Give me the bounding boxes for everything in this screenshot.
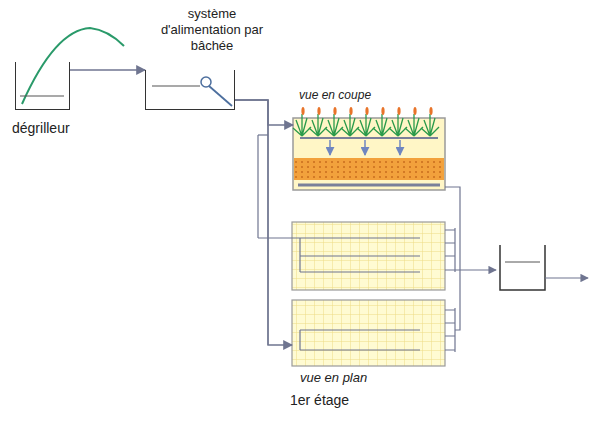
node-label: système d'alimentation par bâchée	[148, 6, 276, 54]
screen-curve	[22, 28, 124, 104]
node-label: dégrilleur	[12, 120, 70, 136]
tank: dégrilleur	[15, 62, 70, 110]
node-label: vue en coupe	[299, 88, 371, 102]
pipe-connector	[70, 69, 145, 70]
tank: système d'alimentation par bâchée	[145, 70, 235, 110]
pipe-connector	[235, 100, 293, 125]
reed-plants	[293, 107, 439, 136]
pipe-connector	[235, 100, 292, 345]
node-label: vue en plan	[300, 370, 367, 385]
filter-bed: vue en plan	[292, 300, 445, 366]
stage-label: 1er étage	[290, 392, 349, 408]
filter-bed: vue en coupe	[293, 118, 445, 190]
